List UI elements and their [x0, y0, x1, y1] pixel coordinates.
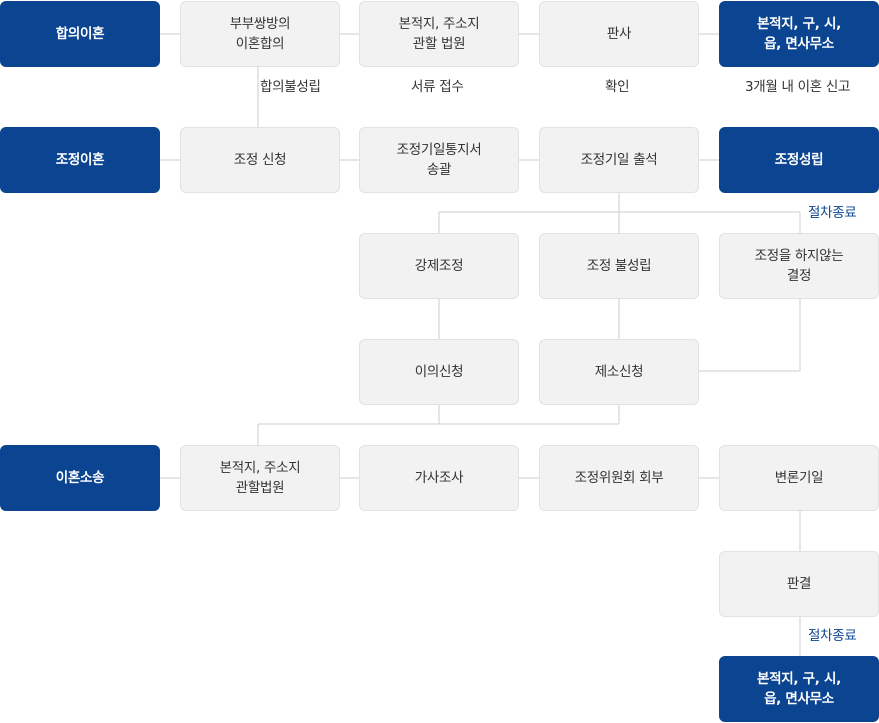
branch-mediation-failed: 조정 불성립	[539, 233, 699, 299]
litigation-step-committee: 조정위원회 회부	[539, 445, 699, 511]
agreement-step-court: 본적지, 주소지 관할 법원	[359, 1, 519, 67]
caption-document-receipt: 서류 접수	[411, 79, 464, 95]
mediation-divorce-title: 조정이혼	[0, 127, 160, 193]
agreement-step-office: 본적지, 구, 시, 읍, 면사무소	[719, 1, 879, 67]
agreement-step-judge: 판사	[539, 1, 699, 67]
caption-confirm: 확인	[605, 79, 630, 95]
litigation-step-court: 본적지, 주소지 관할법원	[180, 445, 340, 511]
litigation-judgment: 판결	[719, 551, 879, 617]
mediation-step-apply: 조정 신청	[180, 127, 340, 193]
litigation-step-hearing: 변론기일	[719, 445, 879, 511]
litigation-final-office: 본적지, 구, 시, 읍, 면사무소	[719, 656, 879, 722]
caption-procedure-end-litigation: 절차종료	[808, 628, 857, 644]
agreement-step-mutual-consent: 부부쌍방의 이혼합의	[180, 1, 340, 67]
caption-agreement-failed: 합의불성립	[260, 79, 321, 95]
litigation-step-family-investigation: 가사조사	[359, 445, 519, 511]
branch-forced-mediation: 강제조정	[359, 233, 519, 299]
branch-lawsuit-filing: 제소신청	[539, 339, 699, 405]
mediation-step-success: 조정성립	[719, 127, 879, 193]
mediation-step-notice: 조정기일통지서 송괄	[359, 127, 519, 193]
caption-procedure-end-mediation: 절차종료	[808, 205, 857, 221]
agreement-divorce-title: 합의이혼	[0, 1, 160, 67]
branch-no-mediation-decision: 조정을 하지않는 결정	[719, 233, 879, 299]
litigation-divorce-title: 이혼소송	[0, 445, 160, 511]
mediation-step-attend: 조정기일 출석	[539, 127, 699, 193]
branch-objection: 이의신청	[359, 339, 519, 405]
caption-report-deadline: 3개월 내 이혼 신고	[745, 79, 851, 95]
